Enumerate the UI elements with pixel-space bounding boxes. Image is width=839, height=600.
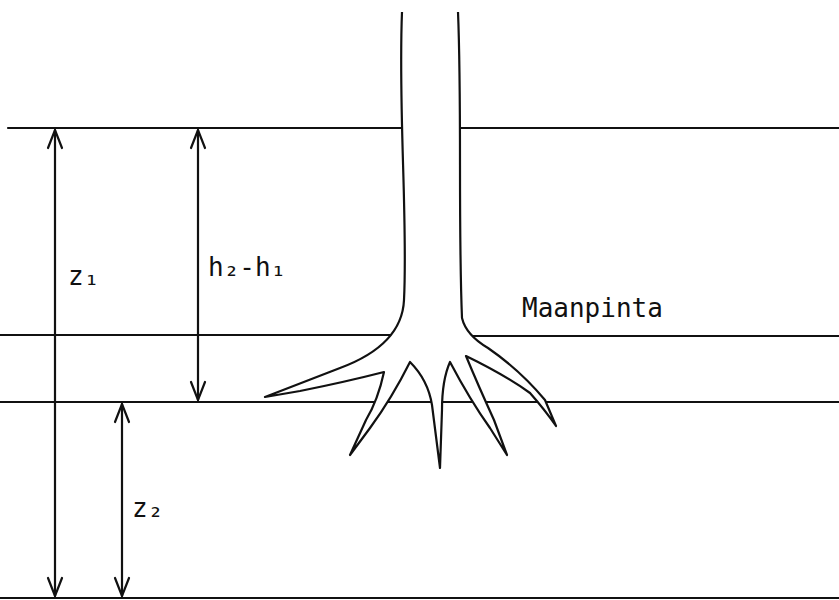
dimension-label: z₁ <box>68 262 99 291</box>
tree <box>265 12 556 468</box>
bottom-line <box>0 597 839 599</box>
ground-label: Maanpinta <box>522 294 663 323</box>
root-level-line <box>0 401 839 403</box>
ground-line <box>0 334 400 336</box>
arrow-head <box>115 404 129 422</box>
dimension-arrow <box>197 130 199 400</box>
ground-line <box>462 335 839 337</box>
arrow-head <box>48 130 62 148</box>
dimension-label: z₂ <box>132 494 163 523</box>
dimension-label: h₂-h₁ <box>208 253 286 282</box>
arrow-head <box>191 130 205 148</box>
dimension-arrow <box>54 130 56 596</box>
arrow-head <box>48 578 62 596</box>
dimension-arrow <box>121 404 123 596</box>
arrow-head <box>191 382 205 400</box>
arrow-head <box>115 578 129 596</box>
